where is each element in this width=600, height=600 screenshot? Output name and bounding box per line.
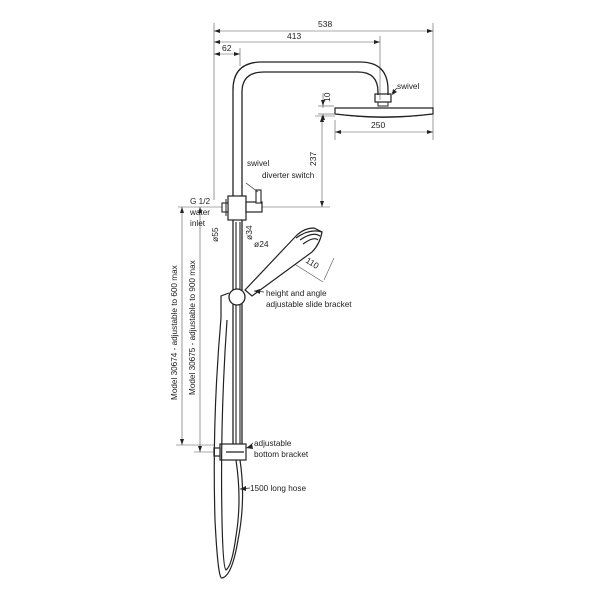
riser-pipe: [232, 61, 389, 460]
label-model-900: Model 30675 - adjustable to 900 max: [188, 260, 197, 395]
label-model-600: Model 30674 - adjustable to 600 max: [170, 265, 179, 400]
dimension-arrowheads: [180, 29, 433, 452]
dimension-lines: [176, 23, 434, 453]
label-diverter: diverter switch: [262, 171, 315, 180]
riser-pipe-inner: [241, 71, 379, 460]
slide-rail: [235, 222, 241, 446]
label-inlet-thread: G 1/2: [190, 197, 210, 206]
label-bottom-2: bottom bracket: [254, 450, 309, 459]
handset: [244, 227, 323, 297]
head-swivel-joint: [374, 93, 392, 103]
dim-538: 538: [318, 19, 332, 29]
label-swivel-head: swivel: [397, 82, 419, 91]
dim-237: 237: [308, 152, 318, 166]
dim-ø24: ø24: [254, 239, 269, 249]
rain-head: [334, 107, 434, 118]
dim-110: 110: [304, 255, 321, 271]
slide-bracket: [220, 288, 246, 318]
label-bottom-1: adjustable: [254, 439, 292, 448]
dim-ø55: ø55: [210, 227, 220, 242]
label-bracket-2: adjustable slide bracket: [266, 300, 352, 309]
label-inlet-inlet: inlet: [190, 219, 206, 228]
shower-frame: [232, 61, 392, 460]
leader-arrowheads: [240, 89, 397, 491]
dim-413: 413: [287, 31, 301, 41]
bottom-bracket: [213, 443, 247, 461]
label-hose: 1500 long hose: [250, 484, 306, 493]
shower-hose: [213, 317, 244, 579]
dim-10: 10: [322, 92, 332, 102]
label-swivel-arm: swivel: [247, 159, 269, 168]
dim-250: 250: [371, 120, 385, 130]
label-inlet-water: water: [189, 208, 210, 217]
diverter-body: [221, 189, 263, 221]
dim-62: 62: [222, 43, 232, 53]
label-bracket-1: height and angle: [266, 289, 327, 298]
dim-ø34: ø34: [244, 225, 254, 240]
